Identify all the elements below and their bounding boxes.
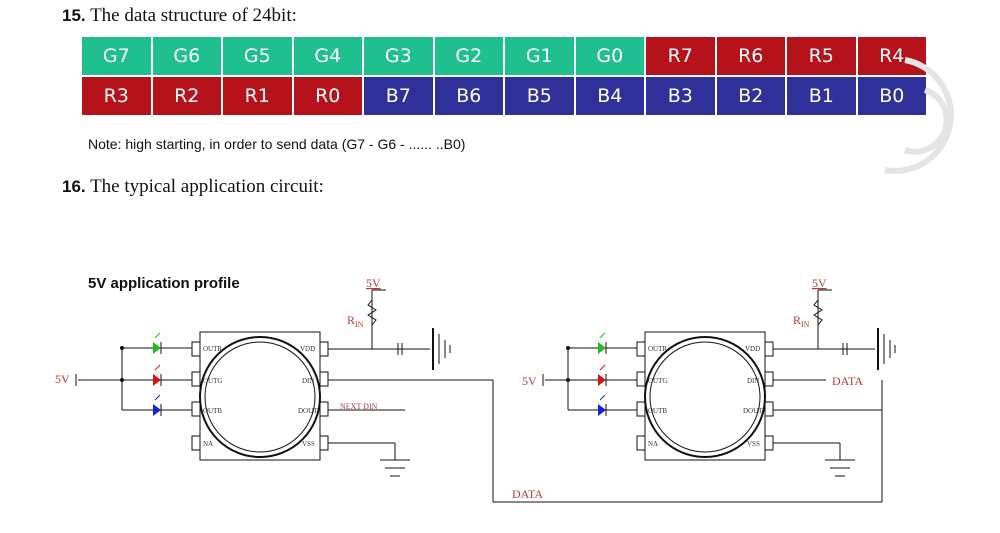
right-led-green	[598, 332, 607, 354]
left-resistor	[367, 299, 377, 326]
bit-cell-g4: G4	[291, 35, 364, 77]
right-resistor-label: RIN	[793, 313, 810, 329]
bit-cell-g0: G0	[573, 35, 646, 77]
right-data-label: DATA	[832, 374, 863, 388]
bit-cell-b5: B5	[503, 75, 576, 117]
bit-cell-b6: B6	[432, 75, 505, 117]
svg-text:OUTG: OUTG	[648, 377, 667, 385]
bit-cell-b2: B2	[714, 75, 787, 117]
right-5v-supply-label: 5V	[812, 276, 827, 290]
svg-text:OUTG: OUTG	[203, 377, 222, 385]
data-line-label: DATA	[512, 487, 543, 501]
svg-text:VDD: VDD	[300, 345, 315, 353]
section-15-number: 15.	[62, 6, 86, 25]
right-led-red	[598, 364, 607, 386]
svg-text:DIN: DIN	[302, 377, 314, 385]
svg-text:VSS: VSS	[302, 440, 315, 448]
right-led-blue	[598, 394, 607, 416]
bit-cell-r5: R5	[785, 35, 858, 77]
svg-text:NA: NA	[203, 440, 213, 448]
bit-cell-g7: G7	[80, 35, 153, 77]
left-led-red	[153, 364, 162, 386]
watermark-logo	[884, 57, 954, 174]
svg-text:OUTB: OUTB	[203, 407, 222, 415]
section-16-heading: 16. The typical application circuit:	[62, 176, 324, 198]
right-resistor	[813, 299, 823, 326]
bit-cell-r2: R2	[150, 75, 223, 117]
section-16-title: The typical application circuit:	[90, 176, 324, 197]
bit-cell-g3: G3	[362, 35, 435, 77]
svg-text:DIN: DIN	[747, 377, 759, 385]
bit-cell-b7: B7	[362, 75, 435, 117]
right-5v-input-label: 5V	[522, 374, 537, 388]
svg-text:VSS: VSS	[747, 440, 760, 448]
right-chip-lens	[644, 336, 766, 458]
svg-text:DOUT: DOUT	[743, 407, 763, 415]
bit-cell-r4: R4	[855, 35, 928, 77]
bit-cell-g2: G2	[432, 35, 505, 77]
bit-cell-b4: B4	[573, 75, 646, 117]
data-order-note: Note: high starting, in order to send da…	[88, 136, 466, 152]
svg-text:OUTB: OUTB	[648, 407, 667, 415]
bit-cell-b3: B3	[644, 75, 717, 117]
section-15-heading: 15. The data structure of 24bit:	[62, 5, 297, 27]
left-led-blue	[153, 394, 162, 416]
bit-cell-r7: R7	[644, 35, 717, 77]
bit-cell-b1: B1	[785, 75, 858, 117]
bit-cell-g5: G5	[221, 35, 294, 77]
bit-cell-r1: R1	[221, 75, 294, 117]
left-resistor-label: RIN	[347, 313, 364, 329]
left-led-green	[153, 332, 162, 354]
bit-cell-g1: G1	[503, 35, 576, 77]
bit-cell-b0: B0	[855, 75, 928, 117]
section-15-title: The data structure of 24bit:	[90, 5, 297, 26]
bit-cell-r0: R0	[291, 75, 364, 117]
svg-text:NA: NA	[648, 440, 658, 448]
bit-cell-g6: G6	[150, 35, 223, 77]
left-circuit	[75, 289, 883, 503]
bit-cell-r6: R6	[714, 35, 787, 77]
left-next-din-label: NEXT DIN	[340, 402, 378, 411]
section-16-number: 16.	[62, 177, 86, 196]
left-chip-lens	[199, 336, 321, 458]
svg-text:OUTR: OUTR	[648, 345, 667, 353]
svg-text:OUTR: OUTR	[203, 345, 222, 353]
svg-text:VDD: VDD	[745, 345, 760, 353]
left-5v-input-label: 5V	[55, 372, 70, 386]
bit-cell-r3: R3	[80, 75, 153, 117]
left-5v-supply-label: 5V	[366, 276, 381, 290]
svg-text:DOUT: DOUT	[298, 407, 318, 415]
schematic-title: 5V application profile	[88, 275, 240, 292]
